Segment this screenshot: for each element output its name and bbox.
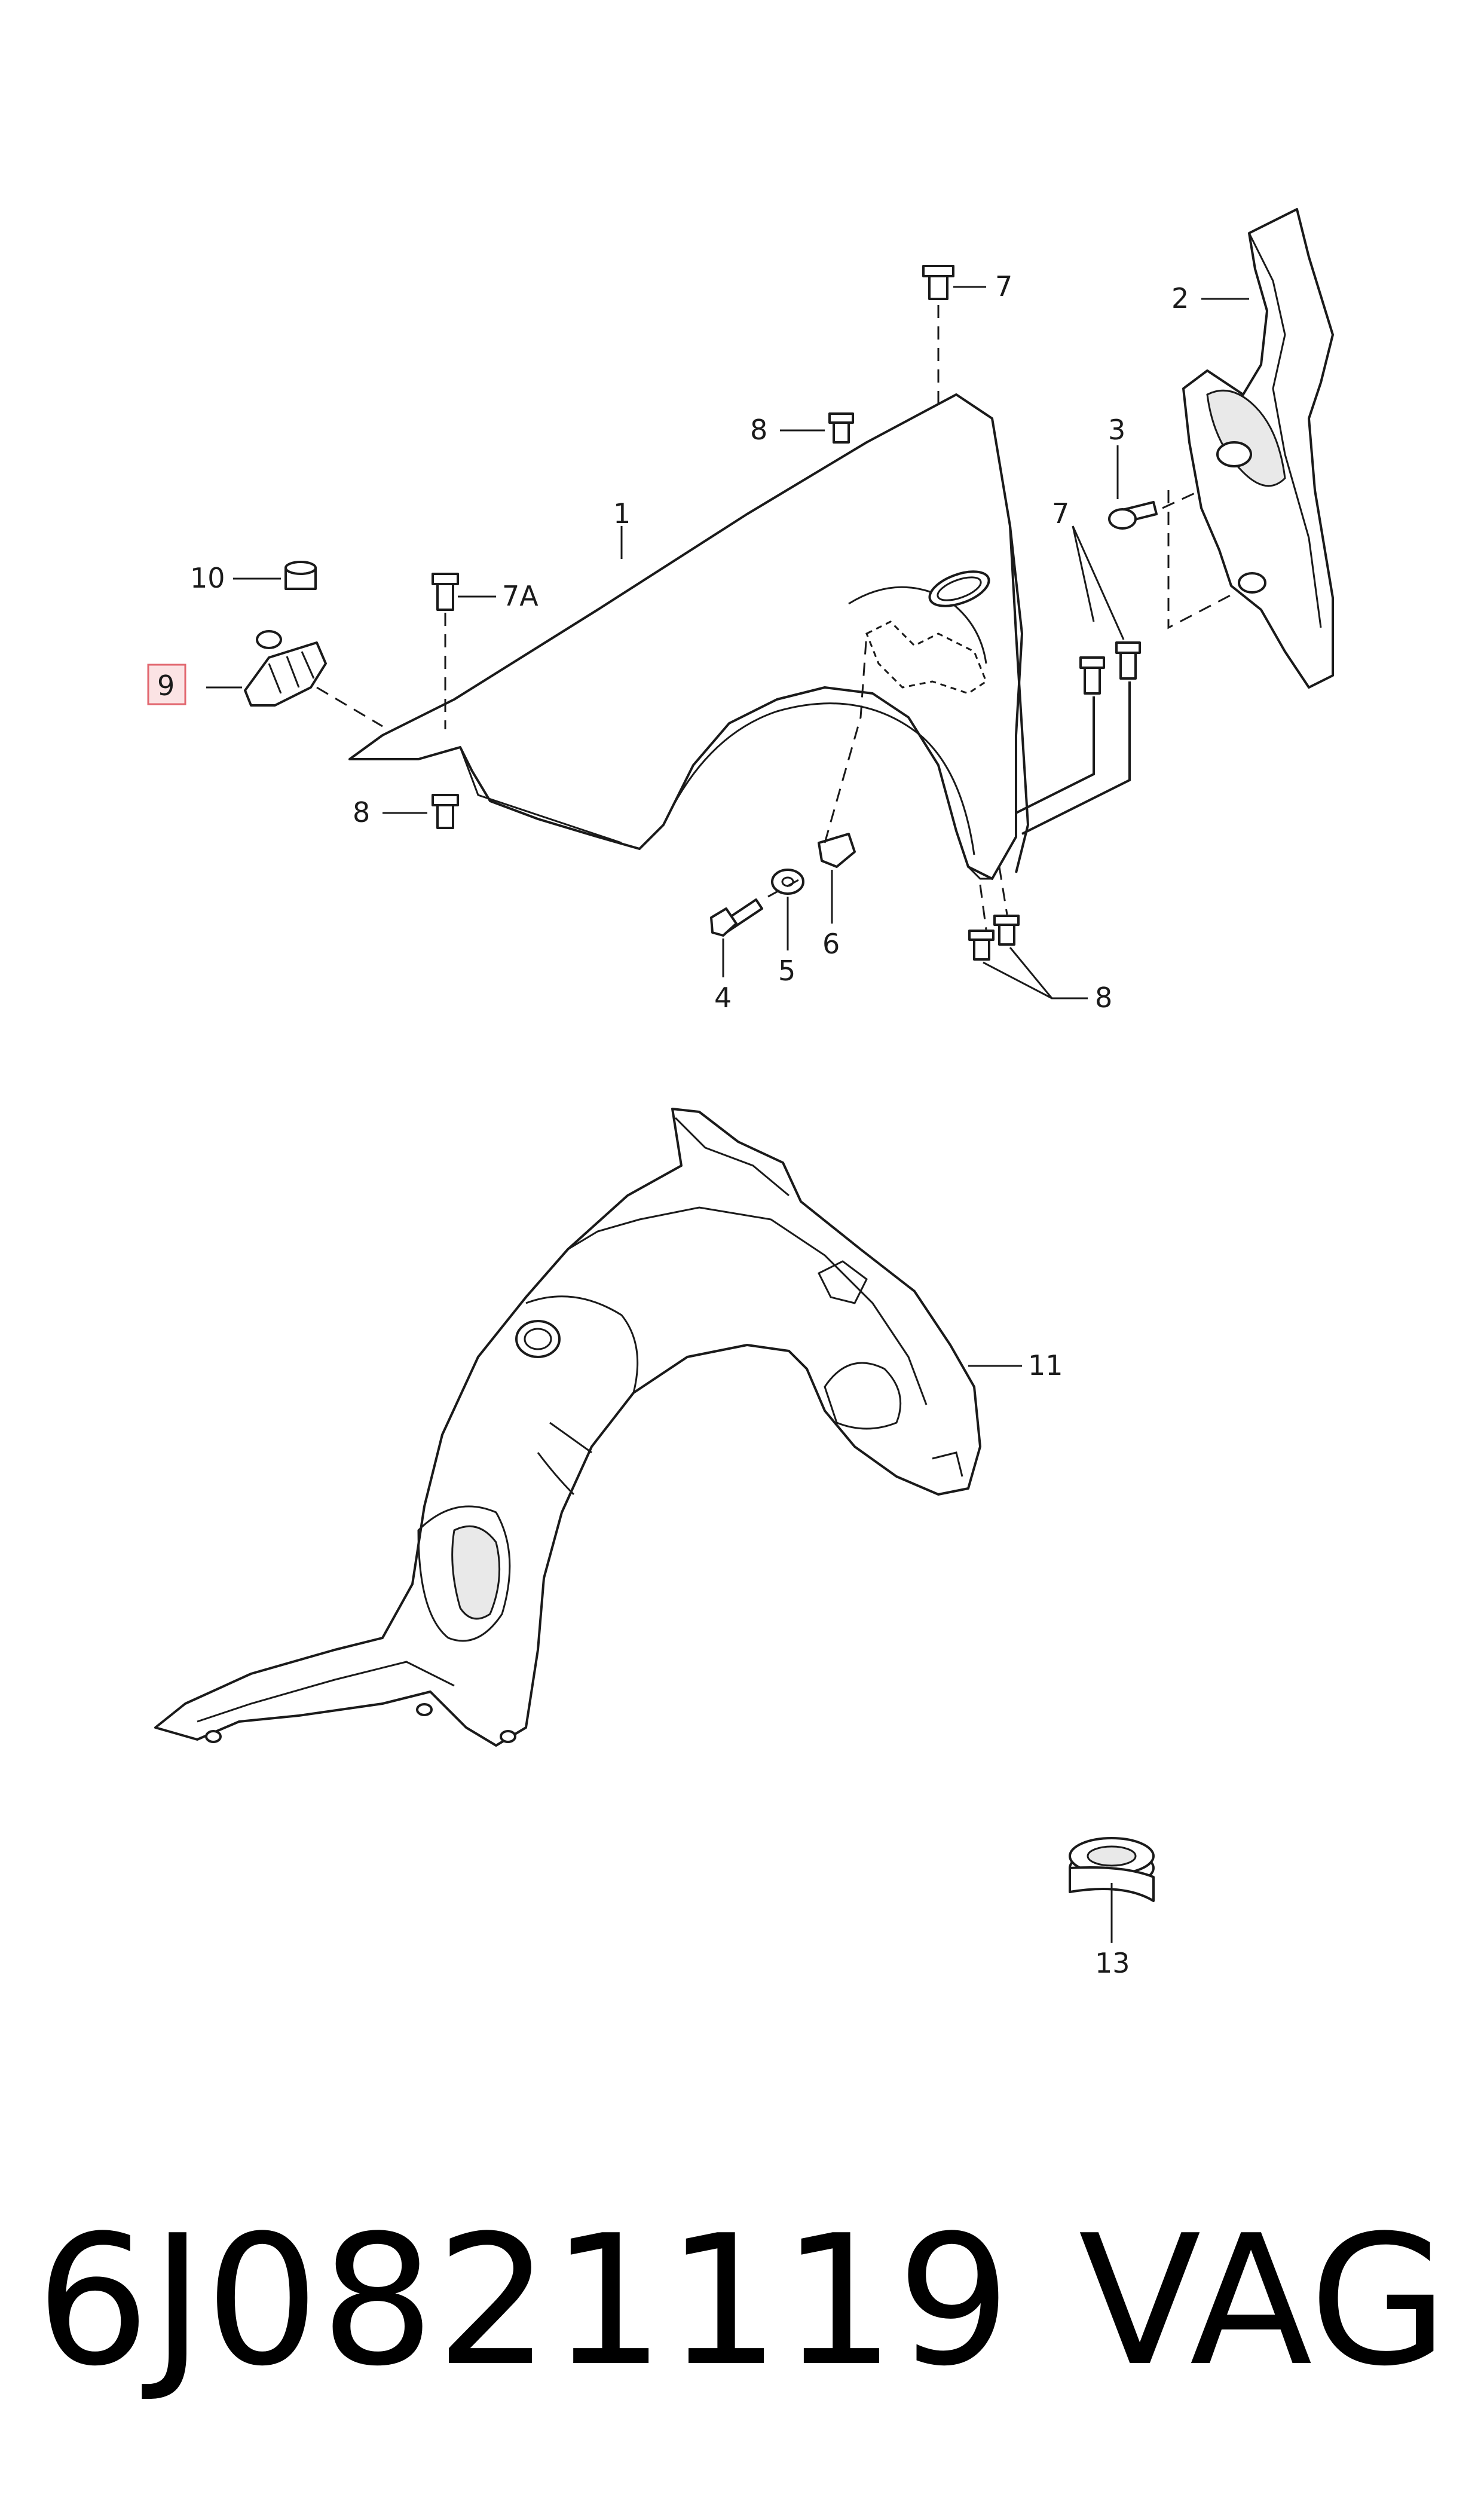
washer-part-5 <box>771 869 804 895</box>
callout-3: 3 <box>1108 414 1125 446</box>
callout-10: 10 <box>190 562 225 594</box>
tape-roll-part-13 <box>1069 1837 1155 1902</box>
callout-4: 4 <box>714 982 732 1014</box>
nut-part-10 <box>284 561 317 590</box>
clip-part-6 <box>818 833 856 868</box>
assembly-lines <box>316 305 1238 930</box>
bolt-part-7-top <box>922 265 954 300</box>
callout-13: 13 <box>1095 1947 1130 1979</box>
fender-part-1 <box>348 393 1030 880</box>
callout-8-top: 8 <box>750 414 767 446</box>
callout-8-left: 8 <box>353 796 370 829</box>
leader-lines <box>206 286 1249 1943</box>
callout-1: 1 <box>613 497 631 530</box>
wheel-arch-liner-part-11 <box>154 1108 981 1747</box>
screw-part-3 <box>1108 501 1158 530</box>
bracket-part-2 <box>1182 208 1334 689</box>
brand-name: VAG <box>1078 2197 1448 2405</box>
bolt-part-8 <box>432 412 1020 961</box>
callout-7-top: 7 <box>995 270 1012 302</box>
callout-6: 6 <box>822 928 840 960</box>
bracket-part-9 <box>244 630 327 707</box>
callout-9: 9 <box>157 670 175 702</box>
callout-8-bottom: 8 <box>1095 982 1112 1014</box>
callout-9-highlight <box>147 664 186 705</box>
bolt-part-7-right <box>1079 641 1141 695</box>
footer: 6J0821119 VAG <box>0 2176 1484 2439</box>
callout-11: 11 <box>1028 1349 1063 1381</box>
callout-5: 5 <box>778 955 795 987</box>
callout-labels: 1 2 3 4 5 6 7 7 7A 8 8 8 9 10 11 13 <box>147 270 1189 1979</box>
callout-2: 2 <box>1171 282 1189 314</box>
part-number: 6J0821119 <box>36 2197 1012 2405</box>
bolt-part-4 <box>710 898 763 937</box>
callout-7a: 7A <box>502 580 538 612</box>
bolt-part-7a <box>432 573 459 611</box>
callout-7-right: 7 <box>1052 497 1069 530</box>
